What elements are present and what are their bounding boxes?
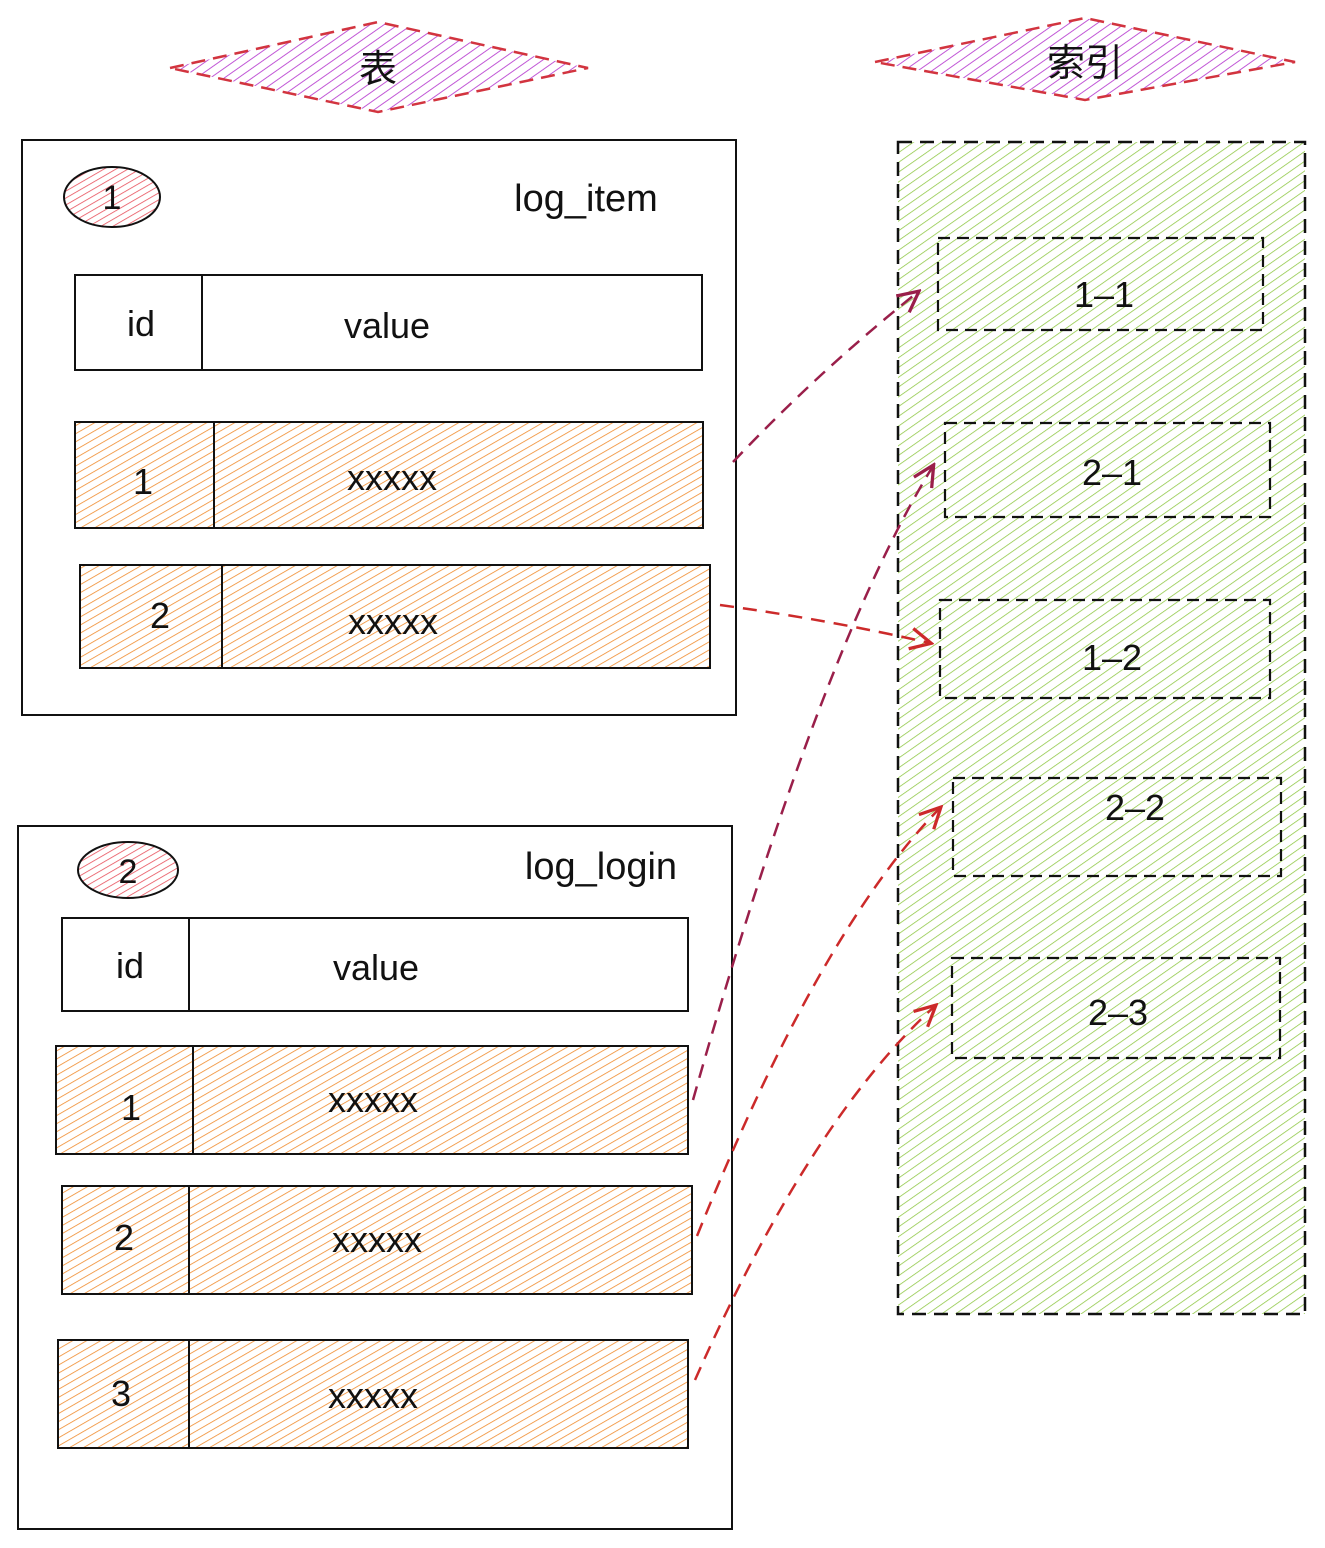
index-entry-frame [938,598,1272,700]
index-entry-label: 1–2 [1082,637,1142,678]
row-id: 3 [111,1373,131,1414]
table-header-row: id value [74,274,703,371]
row-id: 2 [114,1217,134,1258]
row-value: xxxxx [348,601,438,642]
index-frame [896,140,1307,1316]
index-entry: 1–1 [936,236,1265,332]
arrow-log-item-row-1 [732,292,918,463]
index-entry: 2–2 [951,776,1283,878]
table-row: 3 xxxxx [57,1339,689,1449]
row-value: xxxxx [332,1219,422,1260]
table-log-login: 2 log_login id value 1 xxxxx 2 xxxxx 3 x… [17,825,733,1530]
header-row-frame [74,274,703,371]
table-log-item: 1 log_item id value 1 xxxxx 2 xxxxx [21,139,737,716]
arrow-log-login-row-3 [693,1006,935,1381]
index-entry-frame [936,236,1265,332]
row-fill [79,564,711,669]
table-badge [63,166,161,228]
arrow-log-login-row-1 [691,466,933,1101]
table-row: 1 xxxxx [74,421,704,529]
arrow-log-item-row-2 [719,603,930,643]
index-entry-frame [943,421,1272,519]
index-entry-frame [950,956,1282,1060]
row-id: 1 [133,461,153,502]
index-entry: 2–1 [943,421,1272,519]
row-fill [55,1045,689,1155]
index-entry-label: 1–1 [1074,274,1134,315]
header-row-frame [61,917,689,1012]
index-entry-label: 2–2 [1105,787,1165,828]
index-block: 1–1 2–1 1–2 2–2 2–3 [896,140,1307,1316]
arrow-log-login-row-2 [695,808,940,1237]
index-header: 索引 [874,16,1296,102]
row-id: 1 [121,1087,141,1128]
index-entry-label: 2–3 [1088,992,1148,1033]
column-header-id: id [116,945,144,986]
row-value: xxxxx [328,1375,418,1416]
column-header-value: value [333,947,419,988]
table-row: 2 xxxxx [79,564,711,669]
index-entry-frame [951,776,1283,878]
table-badge-label: 2 [119,853,138,891]
tables-header-label: 表 [359,49,397,91]
row-value: xxxxx [347,457,437,498]
index-entry: 2–3 [950,956,1282,1060]
column-header-id: id [127,303,155,344]
column-header-value: value [344,305,430,346]
row-fill [61,1185,693,1295]
table-header-row: id value [61,917,689,1012]
row-fill [74,421,704,529]
table-row: 1 xxxxx [55,1045,689,1155]
table-badge [77,841,179,899]
index-entry-label: 2–1 [1082,452,1142,493]
row-fill [57,1339,689,1449]
index-header-diamond [874,16,1296,102]
table-row: 2 xxxxx [61,1185,693,1295]
index-entry: 1–2 [938,598,1272,700]
table-frame [21,139,737,716]
table-name: log_item [514,178,658,220]
row-id: 2 [150,595,170,636]
row-value: xxxxx [328,1079,418,1120]
table-name: log_login [525,846,677,888]
tables-header-diamond [169,20,589,114]
arrows [691,292,940,1381]
table-badge-label: 1 [103,179,122,217]
tables-header: 表 [169,20,589,114]
table-frame [17,825,733,1530]
index-header-label: 索引 [1047,43,1123,85]
